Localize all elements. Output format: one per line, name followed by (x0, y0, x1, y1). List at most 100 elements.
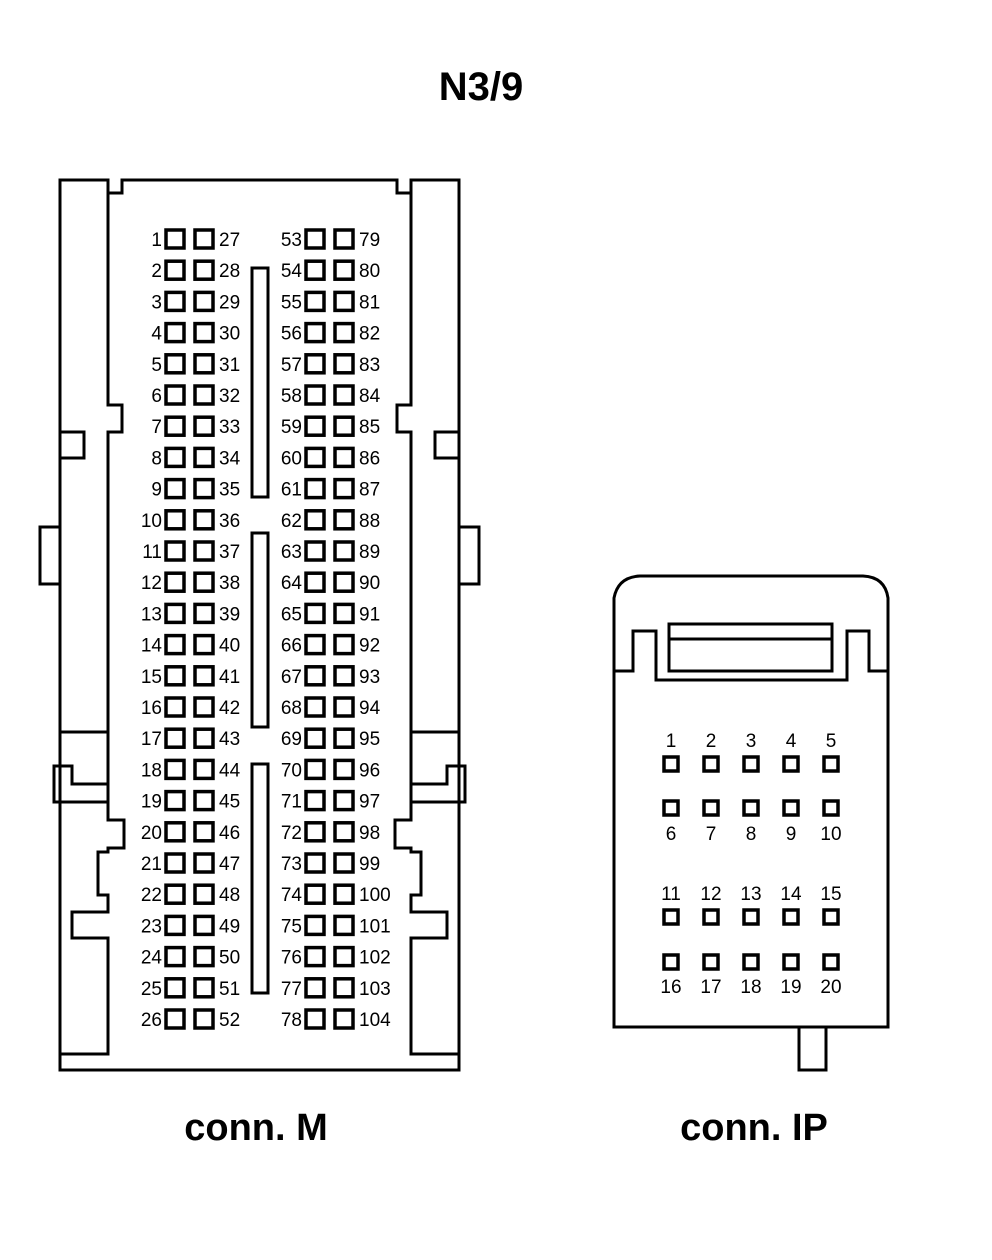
pin-m-18 (164, 758, 186, 781)
pin-m-label-69: 69 (281, 729, 302, 750)
pin-m-label-68: 68 (281, 698, 302, 719)
pin-m-label-82: 82 (359, 324, 380, 345)
pin-m-12 (164, 571, 186, 593)
pin-m-80 (333, 259, 355, 281)
pin-m-label-43: 43 (219, 729, 240, 750)
pin-ip-label-2: 2 (706, 731, 717, 752)
pin-m-36 (193, 509, 215, 531)
connector-m-label: conn. M (184, 1107, 328, 1149)
pin-m-94 (333, 696, 355, 718)
pin-m-label-75: 75 (281, 916, 302, 937)
pin-m-label-90: 90 (359, 573, 380, 594)
pin-m-label-34: 34 (219, 448, 241, 469)
pin-m-label-76: 76 (281, 948, 302, 969)
pin-m-60 (304, 446, 326, 469)
pin-m-label-7: 7 (151, 417, 162, 438)
pin-m-label-10: 10 (141, 511, 162, 532)
pin-ip-20 (822, 953, 840, 971)
pin-m-label-104: 104 (359, 1010, 391, 1031)
pin-m-label-47: 47 (219, 854, 240, 875)
pin-ip-15 (822, 908, 840, 926)
pin-m-21 (164, 852, 186, 874)
pin-ip-label-20: 20 (820, 977, 841, 998)
pin-ip-13 (742, 908, 760, 926)
pin-m-37 (193, 540, 215, 562)
pin-m-100 (333, 883, 355, 905)
pin-m-label-24: 24 (141, 948, 163, 969)
pin-m-label-38: 38 (219, 573, 240, 594)
pin-m-56 (304, 321, 326, 344)
pin-m-75 (304, 914, 326, 937)
pin-m-101 (333, 914, 355, 937)
pin-m-label-17: 17 (141, 729, 162, 750)
pin-m-label-39: 39 (219, 604, 240, 625)
pin-m-label-70: 70 (281, 760, 302, 781)
pin-m-label-93: 93 (359, 667, 380, 688)
pin-m-58 (304, 384, 326, 406)
pin-m-97 (333, 789, 355, 812)
pin-m-label-42: 42 (219, 698, 240, 719)
pin-m-74 (304, 883, 326, 905)
pin-m-label-50: 50 (219, 948, 240, 969)
pin-m-95 (333, 727, 355, 749)
pin-m-48 (193, 883, 215, 905)
pin-m-42 (193, 696, 215, 718)
pin-m-label-25: 25 (141, 979, 162, 1000)
pin-m-label-55: 55 (281, 292, 302, 313)
pin-m-25 (164, 977, 186, 999)
pin-m-label-63: 63 (281, 542, 302, 563)
pin-ip-6 (662, 799, 680, 817)
pin-m-71 (304, 789, 326, 812)
pin-m-label-3: 3 (151, 292, 162, 313)
pin-m-label-71: 71 (281, 792, 302, 813)
pin-m-5 (164, 353, 186, 375)
pin-m-104 (333, 1008, 355, 1030)
pin-m-46 (193, 821, 215, 843)
pin-m-label-14: 14 (141, 636, 163, 657)
pin-m-55 (304, 290, 326, 313)
pin-m-63 (304, 540, 326, 562)
pin-ip-12 (702, 908, 720, 926)
pin-m-45 (193, 789, 215, 812)
pin-m-label-95: 95 (359, 729, 380, 750)
pin-m-label-60: 60 (281, 448, 302, 469)
pin-m-64 (304, 571, 326, 593)
pin-ip-label-7: 7 (706, 824, 717, 845)
pin-m-label-53: 53 (281, 230, 302, 251)
pin-m-20 (164, 821, 186, 843)
pin-m-52 (193, 1008, 215, 1030)
pin-m-label-97: 97 (359, 792, 380, 813)
pin-m-6 (164, 384, 186, 406)
pin-m-label-22: 22 (141, 885, 162, 906)
pin-m-76 (304, 945, 326, 968)
pin-m-65 (304, 602, 326, 625)
pin-m-label-20: 20 (141, 823, 162, 844)
pin-m-88 (333, 509, 355, 531)
pin-m-34 (193, 446, 215, 469)
pin-m-79 (333, 228, 355, 250)
pin-m-label-2: 2 (151, 261, 162, 282)
pin-m-label-56: 56 (281, 324, 302, 345)
pin-m-label-31: 31 (219, 355, 240, 376)
pin-ip-label-5: 5 (826, 731, 837, 752)
pin-m-label-35: 35 (219, 480, 240, 501)
pin-m-label-59: 59 (281, 417, 302, 438)
pin-m-39 (193, 602, 215, 625)
pin-ip-7 (702, 799, 720, 817)
pin-m-11 (164, 540, 186, 562)
pin-m-label-27: 27 (219, 230, 240, 251)
pin-m-54 (304, 259, 326, 281)
connector-m-housing (38, 178, 481, 1072)
pin-m-label-84: 84 (359, 386, 381, 407)
connector-ip-housing (612, 574, 890, 1072)
pin-m-label-89: 89 (359, 542, 380, 563)
pin-m-4 (164, 321, 186, 344)
pin-m-2 (164, 259, 186, 281)
pin-m-label-62: 62 (281, 511, 302, 532)
pin-m-14 (164, 633, 186, 656)
pin-m-label-77: 77 (281, 979, 302, 1000)
pin-m-label-40: 40 (219, 636, 240, 657)
pin-m-83 (333, 353, 355, 375)
